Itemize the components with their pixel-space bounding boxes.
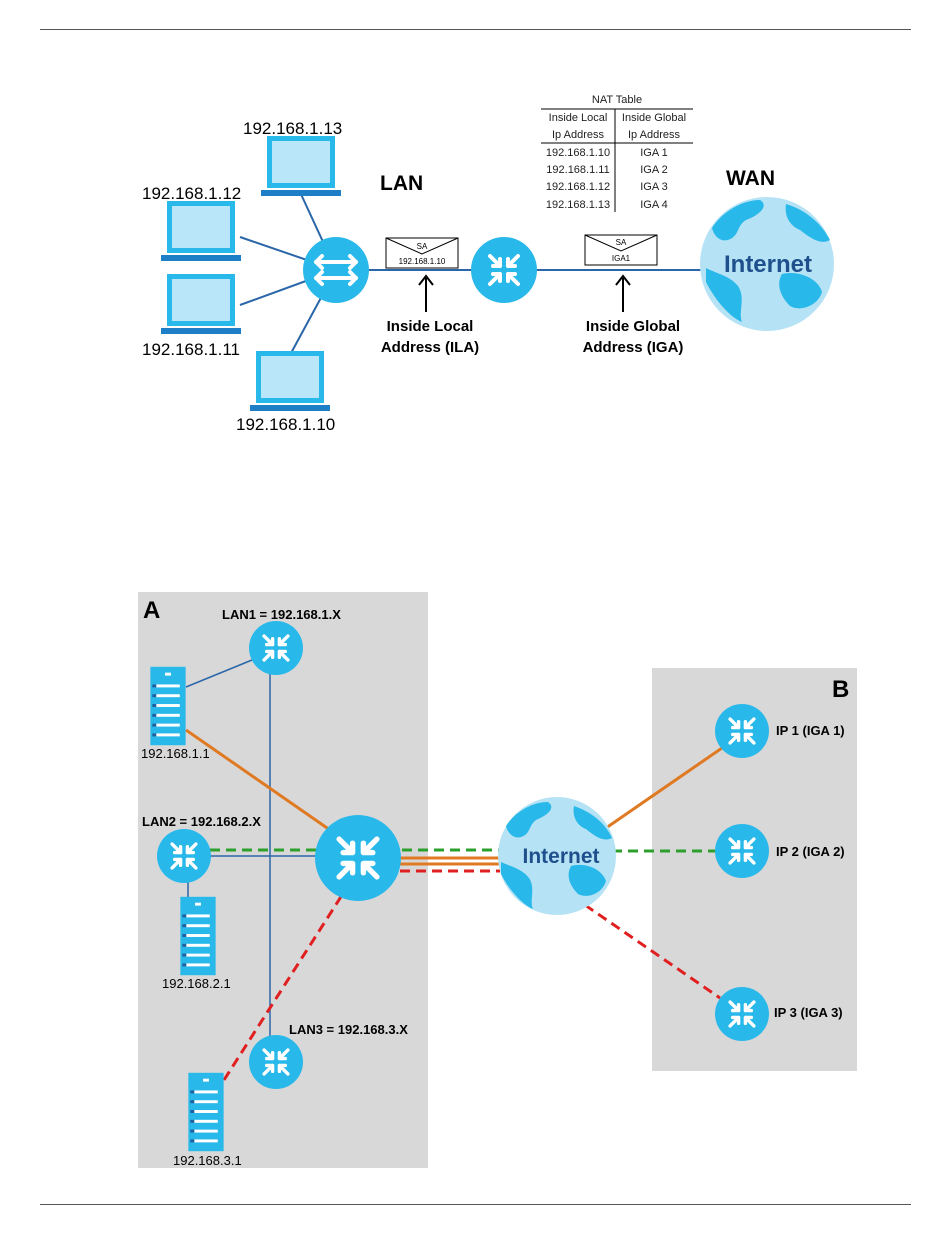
laptop-icon	[261, 136, 341, 196]
server-icon	[180, 896, 216, 976]
internet-globe-icon	[498, 797, 616, 915]
lan2-label: LAN2 = 192.168.2.X	[142, 814, 261, 829]
link-red-ip3	[584, 903, 721, 1000]
server-icon	[150, 666, 186, 746]
server1-label: 192.168.1.1	[141, 746, 210, 761]
ip1-label: IP 1 (IGA 1)	[776, 723, 845, 738]
nat-router-icon	[471, 237, 537, 303]
server3-label: 192.168.3.1	[173, 1153, 242, 1168]
ila-label-line2: Address (ILA)	[381, 339, 479, 356]
lan2-router-icon	[157, 829, 211, 883]
nat-header-local-2: Ip Address	[552, 129, 604, 141]
ip1-router-icon	[715, 704, 769, 758]
packet-lan-address: 192.168.1.10	[399, 257, 446, 266]
lan1-router-icon	[249, 621, 303, 675]
header-rule	[40, 29, 911, 30]
internet-label: Internet	[724, 251, 812, 278]
host-11-label: 192.168.1.11	[142, 340, 240, 359]
laptop-icon	[250, 351, 330, 411]
figure-many-one-mapping: A B	[138, 592, 857, 1168]
host-10-label: 192.168.1.10	[236, 415, 335, 434]
host-12-label: 192.168.1.12	[142, 184, 241, 203]
iga-label-line1: Inside Global	[586, 318, 680, 335]
nat-row-global: IGA 1	[640, 147, 668, 159]
lan3-router-icon	[249, 1035, 303, 1089]
ip3-label: IP 3 (IGA 3)	[774, 1005, 843, 1020]
ip2-label: IP 2 (IGA 2)	[776, 844, 845, 859]
nat-row-local: 192.168.1.12	[546, 181, 610, 193]
zone-b-label: B	[832, 676, 849, 703]
laptop-icon	[161, 274, 241, 334]
footer-rule	[40, 1204, 911, 1205]
nat-row-global: IGA 2	[640, 164, 668, 176]
zone-a-label: A	[143, 597, 160, 624]
nat-row-local: 192.168.1.13	[546, 199, 610, 211]
server2-label: 192.168.2.1	[162, 976, 231, 991]
ila-arrow	[418, 274, 434, 312]
iga-label-line2: Address (IGA)	[583, 339, 684, 356]
link-orange-ip1	[605, 746, 723, 830]
host-13-label: 192.168.1.13	[243, 119, 342, 138]
link-orange-server1	[185, 728, 331, 832]
packet-wan-address: IGA1	[612, 254, 631, 263]
lan3-label: LAN3 = 192.168.3.X	[289, 1022, 408, 1037]
packet-lan: SA 192.168.1.10	[385, 237, 459, 269]
link-server1-lan1	[185, 659, 253, 688]
lan1-label: LAN1 = 192.168.1.X	[222, 607, 341, 622]
figure-nat-addressing: 192.168.1.13 192.168.1.12 192.168.1.11 1…	[142, 94, 834, 434]
ip3-router-icon	[715, 987, 769, 1041]
wan-label: WAN	[726, 167, 775, 190]
switch-icon	[303, 237, 369, 303]
nat-table: NAT Table Inside Local Ip Address Inside…	[541, 94, 693, 212]
packet-wan: SA IGA1	[584, 234, 658, 266]
nat-header-local-1: Inside Local	[549, 112, 608, 124]
lan-label: LAN	[380, 172, 423, 195]
central-nat-router-icon	[315, 815, 401, 901]
nat-row-global: IGA 3	[640, 181, 668, 193]
nat-row-local: 192.168.1.10	[546, 147, 610, 159]
server-icon	[188, 1072, 224, 1152]
iga-arrow	[615, 274, 631, 312]
nat-row-local: 192.168.1.11	[546, 164, 609, 176]
ila-label-line1: Inside Local	[387, 318, 474, 335]
nat-header-global-1: Inside Global	[622, 112, 686, 124]
laptop-icon	[161, 201, 241, 261]
packet-lan-sa: SA	[417, 242, 428, 251]
nat-row-global: IGA 4	[640, 199, 668, 211]
nat-table-title: NAT Table	[592, 94, 642, 106]
internet-label: Internet	[522, 845, 599, 868]
internet-globe-icon	[700, 197, 834, 331]
nat-header-global-2: Ip Address	[628, 129, 680, 141]
packet-wan-sa: SA	[616, 238, 627, 247]
ip2-router-icon	[715, 824, 769, 878]
link-red-server3	[222, 891, 346, 1081]
